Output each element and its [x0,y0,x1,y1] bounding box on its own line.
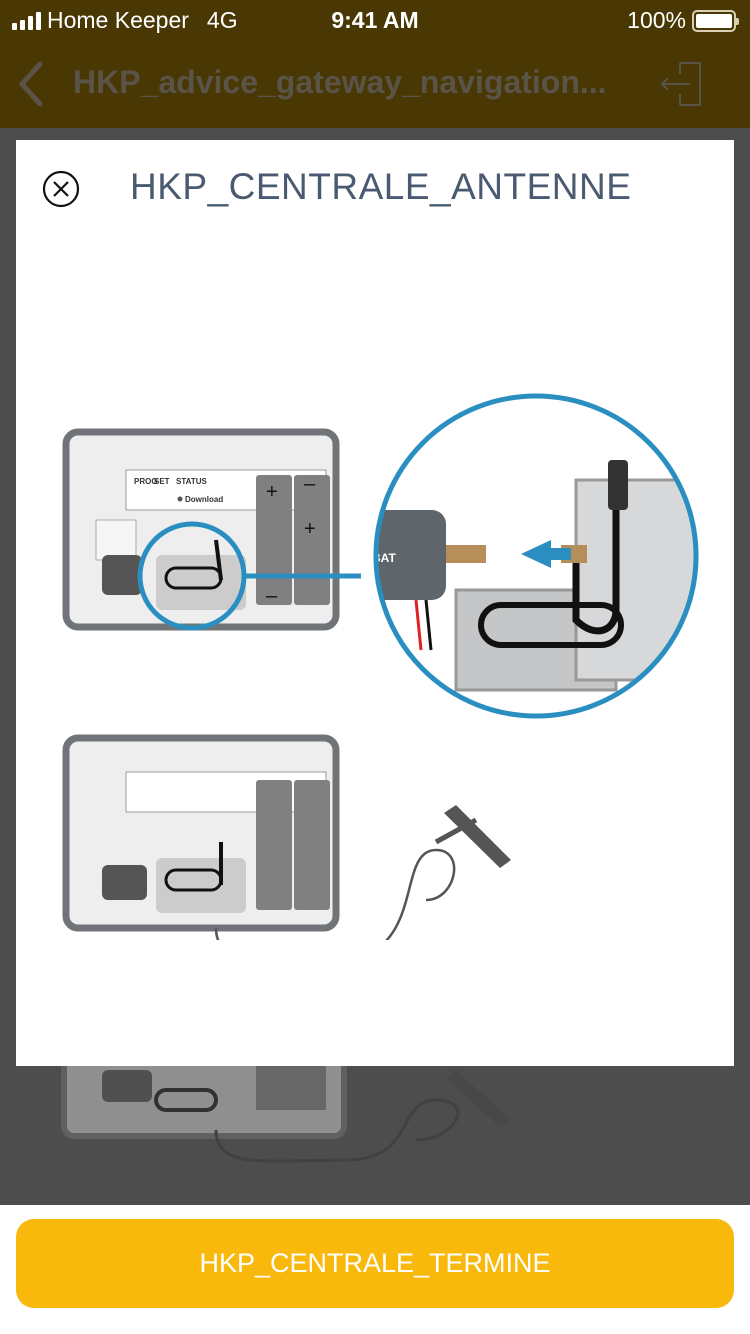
background-illustration [16,1060,734,1205]
nav-bar: HKP_advice_gateway_navigation... [0,40,750,128]
back-icon[interactable] [16,60,46,108]
finish-button[interactable]: HKP_CENTRALE_TERMINE [16,1219,734,1308]
nav-title: HKP_advice_gateway_navigation... [73,64,607,100]
footer: HKP_CENTRALE_TERMINE [0,1205,750,1334]
close-icon[interactable] [42,170,80,208]
status-bar: Home Keeper 4G 9:41 AM 100% [0,0,750,40]
status-label: STATUS [176,477,207,486]
set-label: SET [154,477,170,486]
svg-text:–: – [304,473,316,495]
signal-icon [12,11,41,30]
antenna-dialog: HKP_CENTRALE_ANTENNE PROG SET STATUS Dow… [16,140,734,1066]
battery-percent: 100% [627,7,686,33]
antenna-installation-illustration: PROG SET STATUS Download + – + – BAT [62,393,699,940]
clock: 9:41 AM [331,7,419,33]
svg-text:+: + [304,518,316,540]
svg-text:+: + [266,481,278,503]
zoomed-connector-detail: BAT [372,393,699,719]
bat-label: BAT [372,551,396,565]
dialog-title: HKP_CENTRALE_ANTENNE [130,166,632,207]
gateway-device-bottom [62,734,511,940]
carrier: Home Keeper [47,7,189,33]
gateway-device-top: PROG SET STATUS Download + – + – [62,428,361,631]
prog-label: PROG [134,477,158,486]
download-label: Download [185,495,223,504]
network: 4G [206,7,238,33]
battery-icon [692,9,739,32]
svg-text:–: – [266,585,278,607]
logout-icon[interactable] [660,60,704,108]
